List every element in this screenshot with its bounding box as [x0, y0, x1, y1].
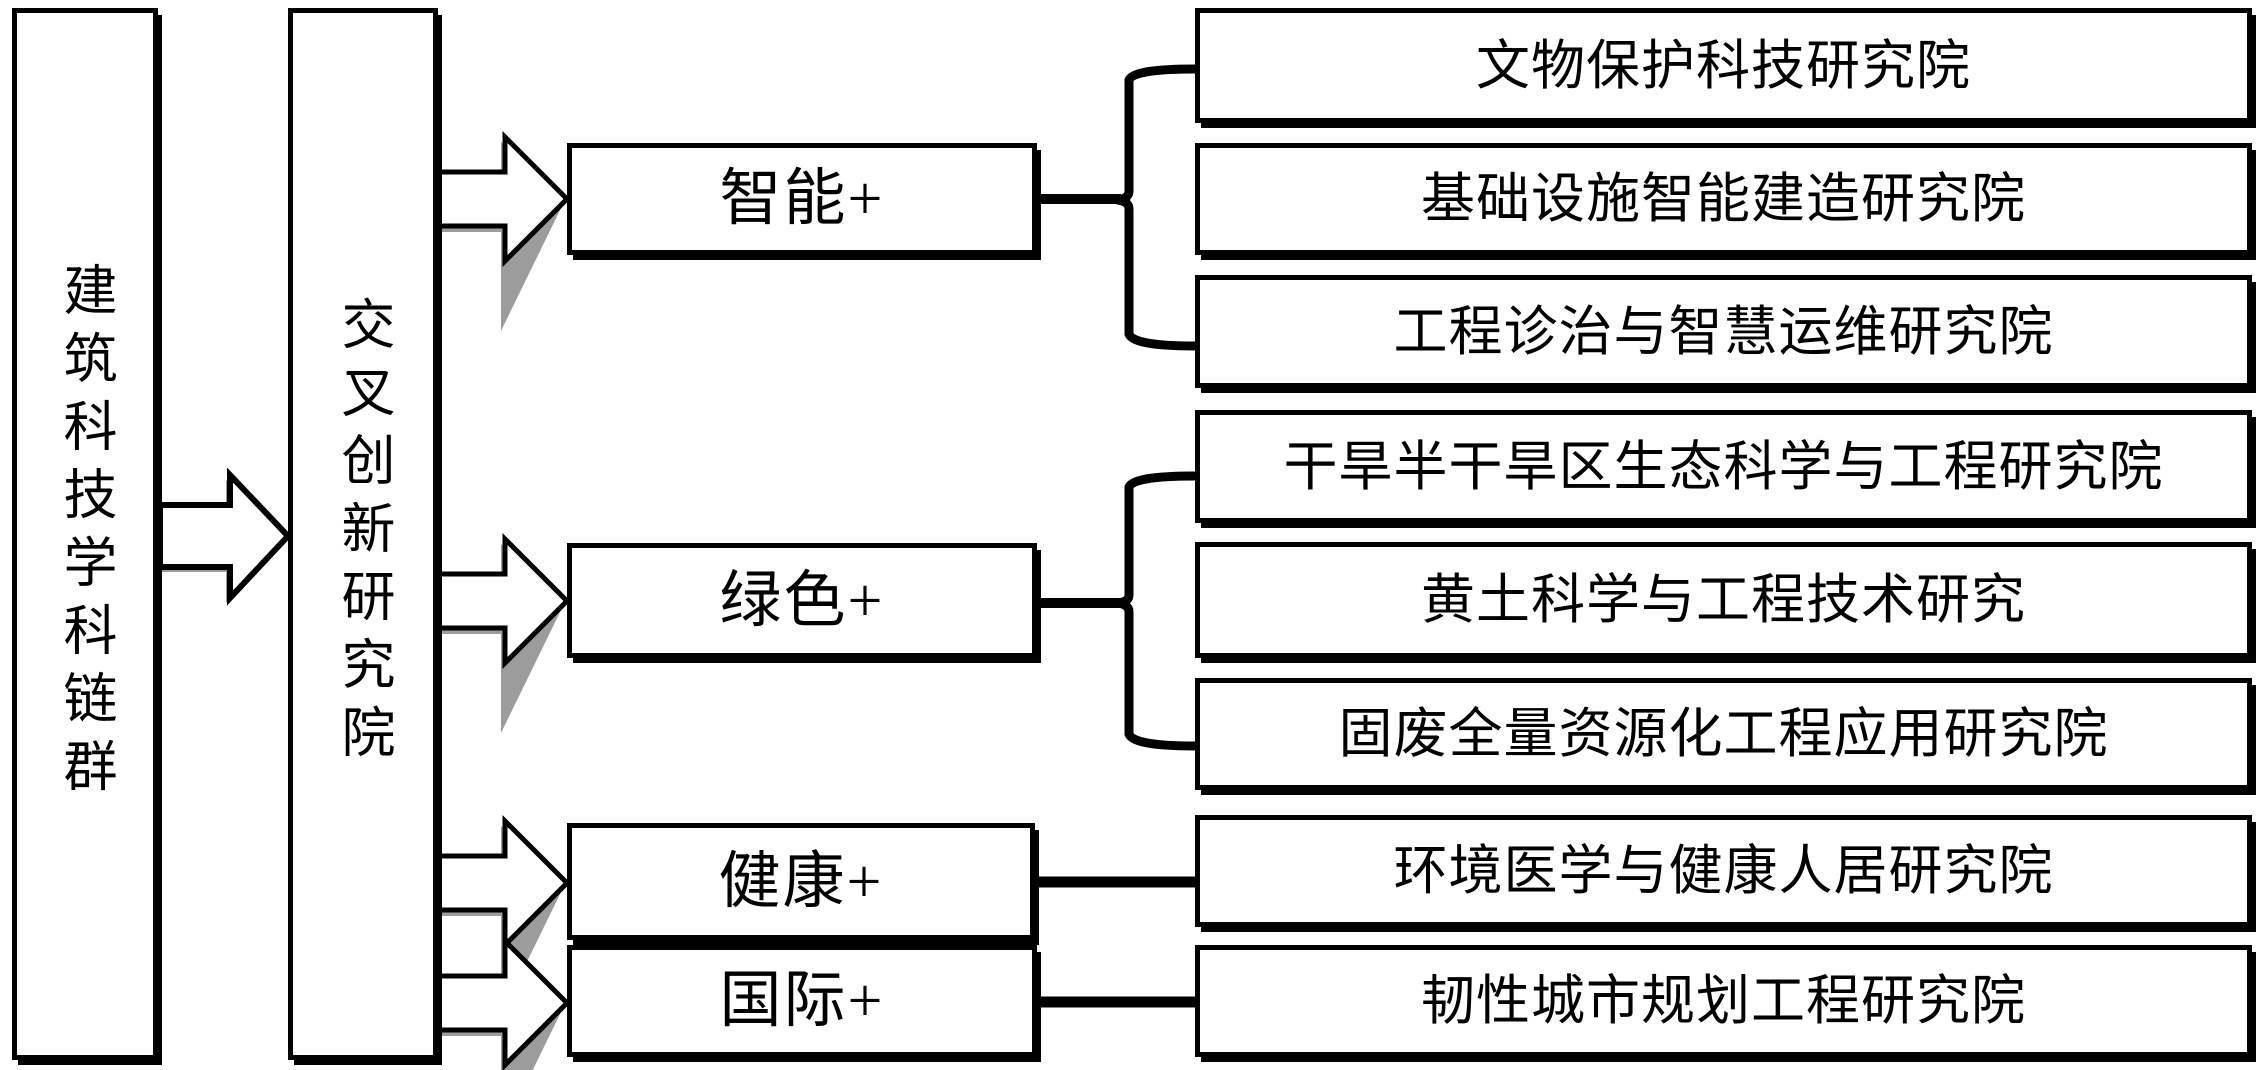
category-box-lvse: 绿色+	[567, 543, 1037, 658]
institute-box: 基础设施智能建造研究院	[1195, 143, 2252, 255]
category-box-zhineng: 智能+	[567, 143, 1037, 255]
root-to-hub-arrow-icon	[157, 467, 293, 606]
institute-box: 文物保护科技研究院	[1195, 8, 2252, 123]
hub-to-guoji-arrow-icon	[435, 934, 571, 1070]
hub-to-zhineng-arrow-icon	[435, 130, 571, 268]
institute-box: 韧性城市规划工程研究院	[1195, 945, 2252, 1057]
institute-box: 环境医学与健康人居研究院	[1195, 815, 2252, 927]
institute-box: 工程诊治与智慧运维研究院	[1195, 275, 2252, 388]
hub-to-lvse-arrow-icon	[435, 532, 571, 670]
institute-box: 黄土科学与工程技术研究	[1195, 542, 2252, 658]
hub-box: 交叉创新研究院	[288, 8, 438, 1060]
category-box-guoji: 国际+	[567, 945, 1037, 1057]
arrow-shadow	[434, 142, 563, 331]
arrow-shadow	[434, 826, 563, 1015]
hub-to-jiankang-arrow-icon	[435, 814, 571, 952]
root-box: 建筑科技学科链群	[12, 8, 158, 1060]
lvse-brace-connector	[1116, 471, 1200, 751]
category-box-jiankang: 健康+	[567, 823, 1035, 940]
institute-box: 干旱半干旱区生态科学与工程研究院	[1195, 410, 2252, 523]
zhineng-brace-connector	[1116, 64, 1200, 351]
institute-box: 固废全量资源化工程应用研究院	[1195, 678, 2252, 790]
arrow-shadow	[434, 946, 563, 1070]
arrow-shadow	[156, 480, 284, 603]
arrow-shadow	[434, 544, 563, 733]
